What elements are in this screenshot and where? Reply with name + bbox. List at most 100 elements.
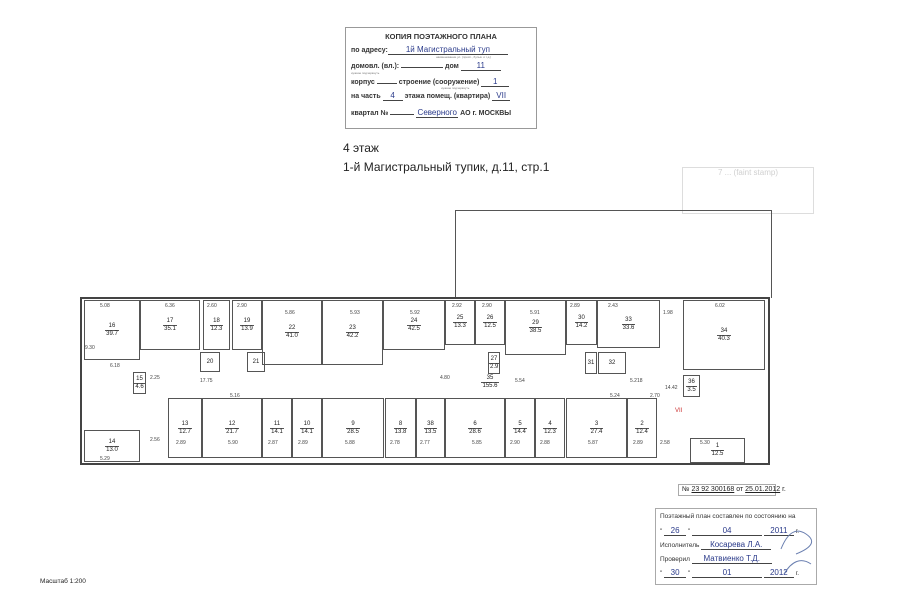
address-label: по адресу: [351,47,388,54]
dimension-label: 1.98 [663,310,673,316]
room-number: 4 [548,420,552,427]
korpus-label: корпус [351,79,375,86]
room-area: 38.5 [528,327,543,334]
room-number: 3 [594,420,599,427]
room-number: 29 [532,320,539,326]
room-area: 41.0 [285,332,299,339]
dimension-label: 2.90 [237,303,247,309]
room-number: 38 [427,420,434,427]
stroenie-value: 1 [481,77,510,87]
room-area: 12.7 [178,427,192,435]
room-area: 12.5 [483,322,497,329]
dimension-label: 5.87 [588,440,598,446]
dimension-label: 2.77 [420,440,430,446]
month2: 01 [692,568,763,578]
room-number: 25 [456,315,464,321]
room-number: 36 [688,378,695,385]
city-label: АО г. МОСКВЫ [460,110,512,117]
dimension-label: 5.30 [700,440,710,446]
dimension-label: 5.08 [100,303,110,309]
room-number: 26 [486,315,494,321]
floor-value: 4 [382,91,403,101]
dimension-label: 2.90 [510,440,520,446]
room-number: 14 [108,438,116,445]
address-title: 1-й Магистральный тупик, д.11, стр.1 [343,160,550,174]
room-area: 12.3 [543,427,557,435]
reg-date-label: от [736,486,744,493]
room-area: 39.7 [105,329,119,337]
room-area: 2.9 [489,362,500,370]
room-number: 22 [288,325,296,331]
room-area: 42.5 [407,324,421,332]
dimension-label: 2.89 [570,303,580,309]
dimension-label: 2.89 [176,440,186,446]
dimension-label: 5.92 [410,310,420,316]
floor-title: 4 этаж [343,141,379,155]
room-number: 19 [243,317,251,324]
dimension-label: 2.89 [633,440,643,446]
room-area: 13.3 [453,322,467,329]
room-area: 28.6 [468,427,482,435]
reg-no: 23 92 300168 [691,486,735,493]
dimension-label: 2.43 [608,303,618,309]
room-number: 10 [303,420,311,427]
address-value: 1й Магистральный туп [387,45,508,55]
dimension-label: 2.88 [540,440,550,446]
scale-label: Масштаб 1:200 [40,578,86,585]
dimension-label: 5.91 [530,310,540,316]
dimension-label: 5.93 [350,310,360,316]
dimension-label: 6.36 [165,303,175,309]
room-area: 155.6 [481,381,499,389]
dimension-label: 5.85 [472,440,482,446]
dimension-label: 2.70 [650,393,660,399]
dimension-label: 2.90 [482,303,492,309]
dom-value: 11 [460,61,501,71]
plan-header-box: КОПИЯ ПОЭТАЖНОГО ПЛАНА по адресу:1й Маги… [345,27,537,129]
dom-label: дом [445,63,459,70]
room-number: 34 [720,327,728,334]
room-number: 18 [213,317,220,324]
room-number: 27 [490,355,498,362]
room-area: 14.4 [513,427,527,435]
dimension-label: 2.56 [150,437,160,443]
dimension-label: 5.218 [630,378,643,384]
dimension-label: 5.29 [100,456,110,462]
dimension-label: 2.60 [207,303,217,309]
month1: 04 [692,526,763,536]
signoff-box: Поэтажный план составлен по состоянию на… [655,508,817,585]
year1: 2011 [763,526,794,536]
signature-marks [780,530,813,575]
pomesh-value: VII [492,91,511,101]
room-number: 2 [640,420,644,427]
hint-2: нужное подчеркнуть [441,86,470,90]
dimension-label: 2.87 [268,440,278,446]
room-number: 23 [349,325,356,331]
registration-number: № 23 92 300168 от 25.01.2012 г. [678,484,786,496]
room-area: 13.9 [240,324,254,332]
room-area: 4.6 [134,382,145,390]
stroenie-label: строение (сооружение) [398,79,480,86]
dimension-label: 5.54 [515,378,525,384]
room-number: 6 [473,420,477,427]
executor: Косарева Л.А. [701,540,772,550]
